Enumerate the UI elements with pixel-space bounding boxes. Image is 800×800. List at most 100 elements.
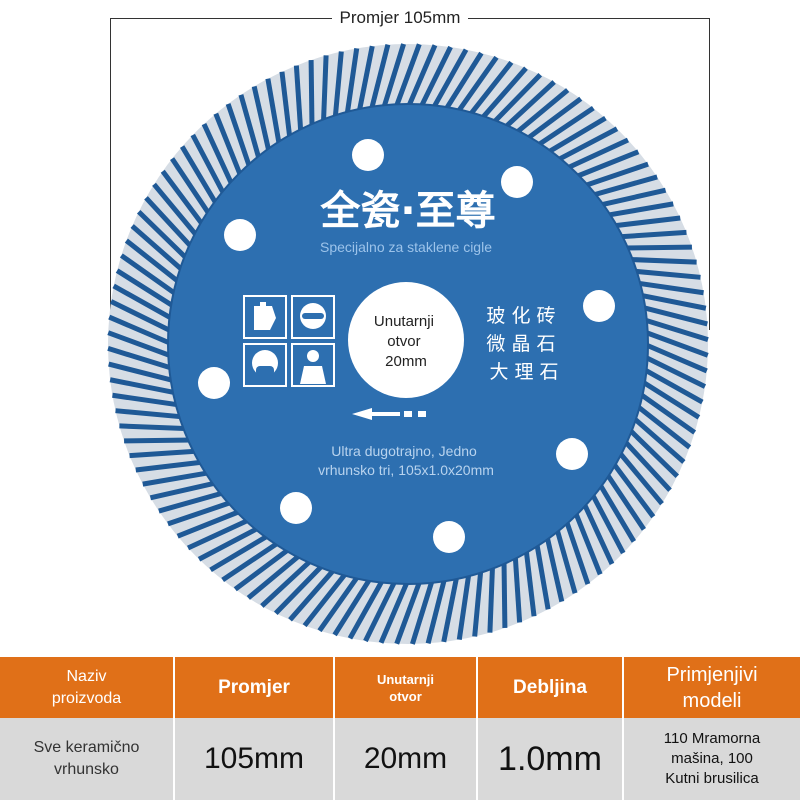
rim-segment [564, 137, 630, 171]
rim-segment [642, 354, 707, 389]
material-line: 微 晶 石 [486, 333, 555, 355]
center-label-line: 20mm [385, 353, 427, 370]
rim-segment [545, 115, 607, 156]
rim-segment [490, 72, 543, 126]
rim-segment [555, 126, 619, 163]
goggles-icon [291, 295, 335, 339]
rim-segment [356, 45, 375, 114]
rim-segment [641, 366, 704, 405]
rim-segment [119, 423, 188, 432]
rim-segment [596, 481, 637, 543]
hole [198, 367, 230, 399]
rim-segment [108, 361, 176, 384]
rim-segment [221, 539, 281, 582]
rim-segment [393, 43, 422, 110]
cell-thickness: 1.0mm [478, 718, 624, 800]
rim-segment [640, 304, 708, 327]
rim-segment [628, 256, 697, 265]
gloves-icon [243, 295, 287, 339]
rim-segment [190, 133, 227, 197]
rim-segment [144, 196, 195, 250]
rim-segment [302, 570, 349, 628]
rim-segment [251, 85, 272, 154]
rim-segment [246, 552, 303, 600]
material-line: 大 理 石 [489, 361, 558, 383]
rim-segment [149, 480, 218, 501]
brand-title: 全瓷·至尊 [319, 188, 495, 234]
rim-segment [638, 292, 707, 311]
rim-segment [124, 437, 193, 444]
rim-segment [410, 577, 436, 645]
rim-segment [502, 80, 556, 131]
rim-segment [430, 48, 469, 111]
rim-segment [209, 532, 271, 573]
rim-segment [472, 568, 484, 637]
gloves-icon [254, 302, 276, 330]
rim-segment [455, 55, 499, 115]
rim-segment [167, 499, 234, 527]
direction-arrow-icon [352, 408, 426, 420]
rim-segment [260, 557, 314, 608]
rim-segment [176, 508, 243, 539]
hole [352, 139, 384, 171]
rim-segment [605, 201, 674, 218]
rim-segment [563, 518, 591, 585]
rim-segment [394, 578, 423, 645]
rim-segment [332, 575, 374, 637]
rim-segment [378, 579, 411, 644]
rim-segment [288, 566, 337, 622]
rim-segment [642, 329, 709, 358]
rim-segment [487, 564, 496, 633]
rim-segment [618, 229, 687, 240]
rim-segment [160, 169, 206, 228]
rim-segment [639, 378, 701, 420]
hole [556, 438, 588, 470]
rim-segment [186, 517, 252, 551]
rim-segment [152, 182, 200, 239]
rim-segment [109, 299, 174, 334]
rim-segment [213, 112, 244, 179]
disc-footer: Ultra dugotrajno, Jedno vrhunsko tri, 10… [318, 443, 494, 478]
rim-segment [112, 392, 181, 408]
rim-segment [108, 314, 173, 347]
rim-segment [197, 525, 261, 562]
rim-segment [363, 578, 398, 643]
rim-segment [623, 244, 692, 251]
rim-segment [142, 470, 211, 487]
rim-segment [380, 43, 406, 111]
hole [280, 492, 312, 524]
rim-segment [535, 106, 595, 149]
rim-segment [589, 491, 626, 555]
hole [433, 521, 465, 553]
rim-segment [233, 546, 292, 592]
hole [583, 290, 615, 322]
rim-segment [368, 44, 391, 112]
center-label-line: Unutarnji [374, 313, 434, 330]
materials-list: 玻 化 砖 微 晶 石 大 理 石 [486, 305, 561, 383]
rim-segment [158, 490, 226, 514]
rim-segment [107, 330, 174, 359]
footer-line: Ultra dugotrajno, Jedno [331, 443, 477, 459]
dimension-line-left [110, 18, 111, 330]
rim-segment [643, 341, 708, 374]
rim-segment [320, 55, 329, 124]
disc-subtitle: Specijalno za staklene cigle [320, 239, 492, 255]
dimension-label: Promjer 105mm [0, 8, 800, 28]
rim-segment [581, 500, 615, 566]
rim-segment [634, 403, 692, 450]
rim-segment [170, 157, 213, 217]
rim-segment [332, 51, 344, 120]
rim-segment [109, 377, 178, 396]
rim-segment [115, 408, 184, 420]
rim-segment [179, 145, 220, 207]
rim-segment [501, 559, 508, 628]
rim-segment [225, 103, 253, 170]
rim-segment [265, 78, 282, 147]
rim-segment [119, 253, 179, 297]
rim-segment [598, 187, 667, 208]
